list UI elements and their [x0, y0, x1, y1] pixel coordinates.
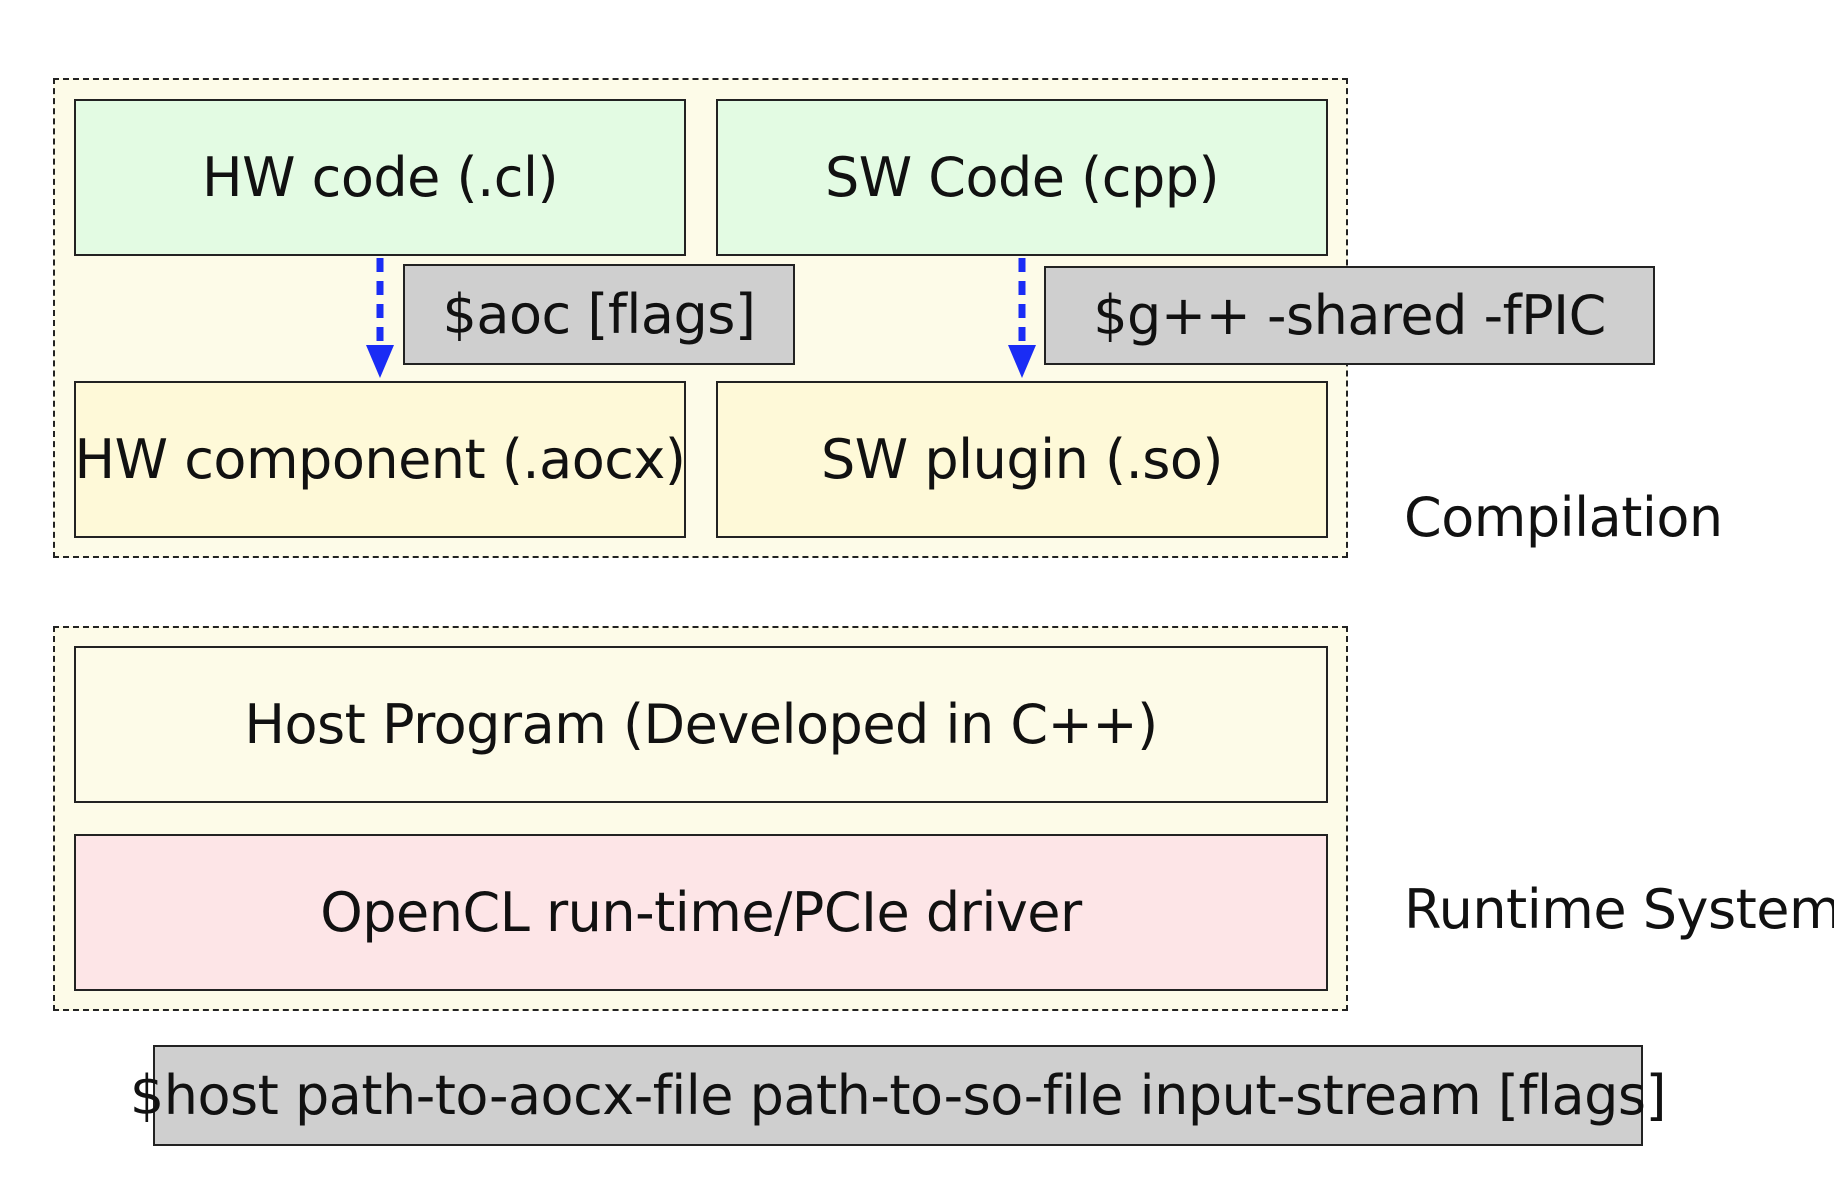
driver-box: OpenCL run-time/PCIe driver — [74, 834, 1328, 991]
sw-code-box: SW Code (cpp) — [716, 99, 1328, 256]
aoc-command-box: $aoc [flags] — [403, 264, 795, 365]
host-program-label: Host Program (Developed in C++) — [244, 693, 1158, 756]
sw-compile-arrowhead — [1008, 345, 1036, 378]
hw-component-label: HW component (.aocx) — [74, 428, 686, 491]
host-program-box: Host Program (Developed in C++) — [74, 646, 1328, 803]
gpp-command-label: $g++ -shared -fPIC — [1093, 284, 1606, 347]
driver-label: OpenCL run-time/PCIe driver — [320, 881, 1082, 944]
sw-plugin-box: SW plugin (.so) — [716, 381, 1328, 538]
hw-code-label: HW code (.cl) — [201, 146, 559, 209]
sw-plugin-label: SW plugin (.so) — [821, 428, 1223, 491]
host-command-label: $host path-to-aocx-file path-to-so-file … — [129, 1064, 1667, 1127]
gpp-command-box: $g++ -shared -fPIC — [1044, 266, 1655, 365]
hw-compile-arrowhead — [366, 345, 394, 378]
sw-code-label: SW Code (cpp) — [824, 146, 1220, 209]
hw-component-box: HW component (.aocx) — [74, 381, 686, 538]
hw-code-box: HW code (.cl) — [74, 99, 686, 256]
host-command-box: $host path-to-aocx-file path-to-so-file … — [130, 1045, 1667, 1146]
compilation-label: Compilation — [1404, 486, 1723, 549]
runtime-label: Runtime System — [1404, 878, 1834, 941]
aoc-command-label: $aoc [flags] — [442, 283, 757, 346]
